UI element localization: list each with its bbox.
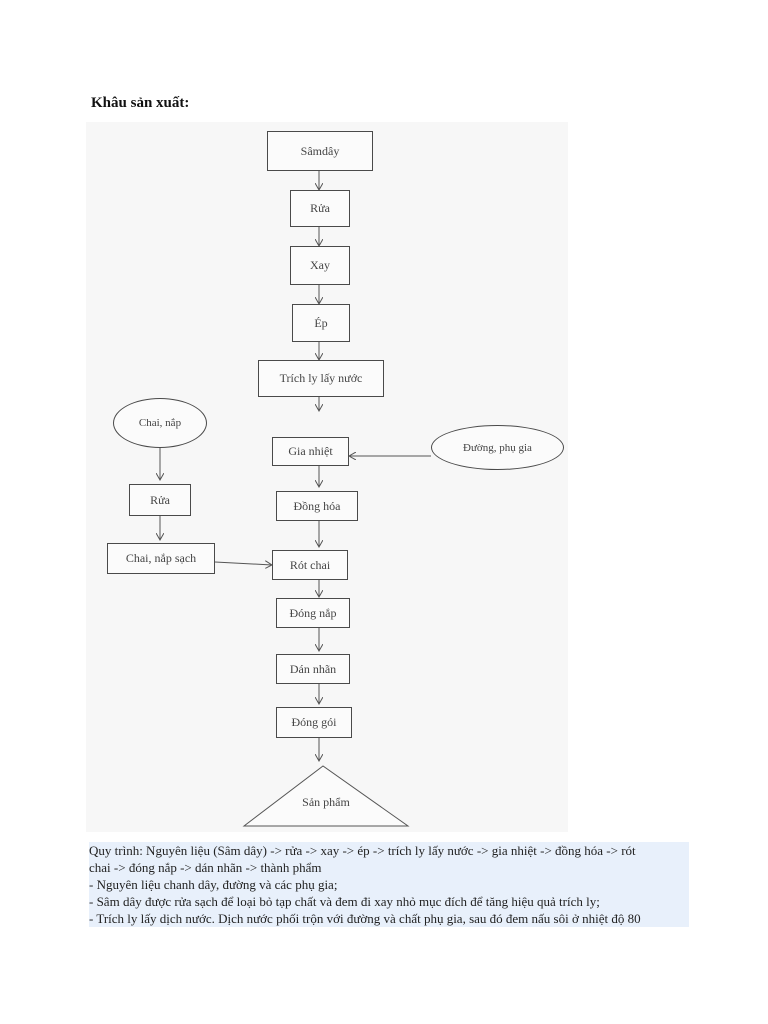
step-rua: Rửa <box>290 190 350 227</box>
description-line: Quy trình: Nguyên liệu (Sâm dây) -> rửa … <box>89 843 636 858</box>
step-dong-hoa: Đồng hóa <box>276 491 358 521</box>
step-dong-nap: Đóng nắp <box>276 598 350 628</box>
step-gia-nhiet: Gia nhiệt <box>272 437 349 466</box>
product-label: Sản phẩm <box>302 795 350 809</box>
description-line: chai -> đóng nắp -> dán nhãn -> thành ph… <box>89 860 322 875</box>
step-dong-goi: Đóng gói <box>276 707 352 738</box>
input-duong-phu-gia: Đường, phụ gia <box>431 425 564 470</box>
step-trich-ly: Trích ly lấy nước <box>258 360 384 397</box>
description-line: - Trích ly lấy dịch nước. Dịch nước phối… <box>89 911 641 926</box>
input-chai-nap: Chai, nắp <box>113 398 207 448</box>
step-xay: Xay <box>290 246 350 285</box>
description-line: - Sâm dây được rửa sạch để loại bỏ tạp c… <box>89 894 600 909</box>
process-description: Quy trình: Nguyên liệu (Sâm dây) -> rửa … <box>89 842 689 927</box>
step-dan-nhan: Dán nhãn <box>276 654 350 684</box>
step-rua-chai: Rửa <box>129 484 191 516</box>
step-chai-nap-sach: Chai, nắp sạch <box>107 543 215 574</box>
step-rot-chai: Rót chai <box>272 550 348 580</box>
arrow-bottle-to-fill <box>214 562 272 565</box>
description-line: - Nguyên liệu chanh dây, đường và các ph… <box>89 877 338 892</box>
section-heading: Khâu sản xuất: <box>91 95 190 111</box>
product-triangle <box>242 765 410 827</box>
step-sam-day: Sâmdây <box>267 131 373 171</box>
step-ep: Ép <box>292 304 350 342</box>
